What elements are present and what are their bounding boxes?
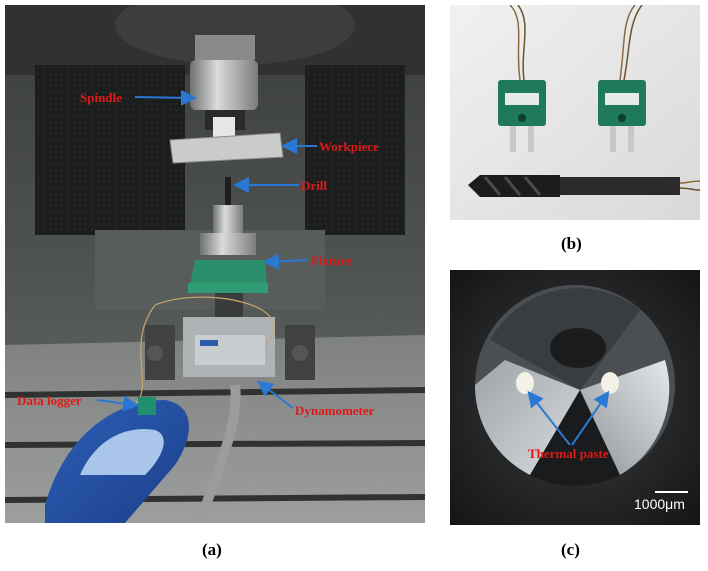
label-spindle: Spindle	[80, 90, 122, 105]
label-fixture: Fixture	[311, 253, 352, 268]
photo-panel-b	[450, 5, 700, 220]
caption-a: (a)	[202, 540, 222, 559]
scale-bar-label: 1000μm	[634, 496, 685, 512]
label-data-logger: Data logger	[17, 393, 82, 408]
label-drill: Drill	[301, 178, 327, 193]
photo-panel-a: Spindle Workpiece Drill Fixture Dynamome…	[5, 5, 425, 523]
label-workpiece: Workpiece	[319, 139, 379, 154]
caption-c: (c)	[561, 540, 580, 559]
label-thermal-paste: Thermal paste	[528, 446, 609, 461]
thermocouple-drill-photo	[450, 5, 700, 220]
drill-tip-micrograph	[450, 270, 700, 525]
caption-b: (b)	[561, 234, 582, 253]
photo-panel-c: Thermal paste 1000μm	[450, 270, 700, 525]
machining-setup-photo	[5, 5, 425, 523]
label-dynamometer: Dynamometer	[295, 403, 375, 418]
